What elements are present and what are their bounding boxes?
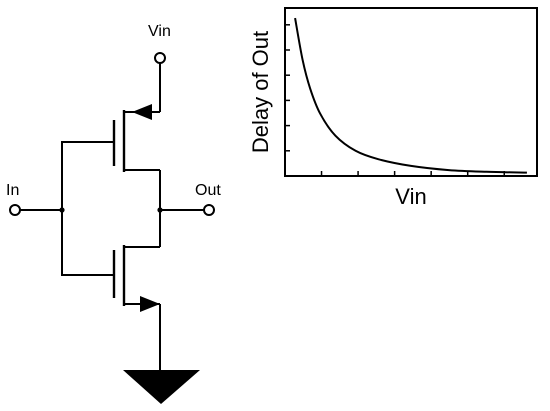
ground-icon [123, 370, 200, 404]
in-terminal-icon[interactable] [9, 204, 21, 216]
out-junction-dot [157, 207, 163, 213]
nmos-transistor-icon [112, 245, 160, 312]
vin-terminal-icon[interactable] [154, 52, 166, 64]
in-label: In [6, 182, 19, 199]
out-label: Out [195, 182, 221, 199]
x-axis-ticks [320, 171, 505, 176]
pmos-transistor-icon [112, 104, 160, 172]
inverter-circuit: Vin In Out [6, 23, 221, 404]
plot-frame [284, 7, 538, 177]
delay-curve [294, 17, 527, 174]
out-terminal-icon[interactable] [203, 204, 215, 216]
y-axis-ticks [285, 24, 290, 152]
pmos-arrow-icon [132, 104, 152, 120]
in-junction-dot [59, 207, 65, 213]
vin-label: Vin [148, 23, 171, 40]
nmos-arrow-icon [140, 296, 160, 312]
gate-wire [61, 141, 114, 276]
delay-chart: Vin Delay of Out [248, 7, 538, 209]
x-axis-label: Vin [395, 184, 426, 209]
y-axis-label: Delay of Out [248, 31, 273, 153]
